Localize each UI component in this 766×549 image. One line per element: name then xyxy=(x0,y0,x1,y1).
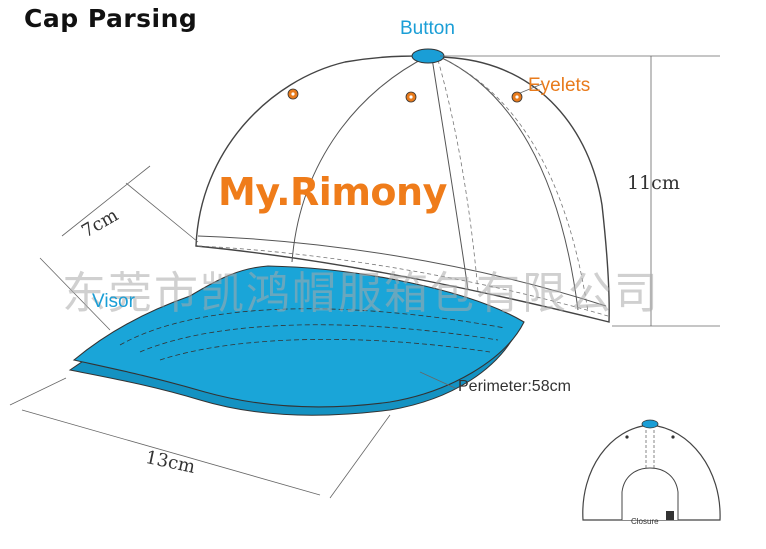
visor-depth-line xyxy=(125,182,199,243)
visor-width-line xyxy=(9,377,67,406)
panel-seam-stitch xyxy=(437,59,479,293)
visor-depth-line xyxy=(61,165,151,237)
perimeter-leader-line xyxy=(419,371,456,389)
visor-width-line xyxy=(21,409,321,496)
eyelets-label: Eyelets xyxy=(528,75,591,96)
visor-depth-line xyxy=(39,257,111,331)
cap-band-stitch xyxy=(197,245,609,317)
panel-seam xyxy=(431,57,469,291)
visor-label: Visor xyxy=(92,291,135,312)
perimeter-label: Perimeter:58cm xyxy=(458,378,571,395)
visor-width-line xyxy=(329,414,391,499)
brand-logo-text: My.Rimony xyxy=(218,170,447,214)
button-label: Button xyxy=(400,18,455,39)
visor-stitch xyxy=(119,308,506,346)
eyelet-leader-line xyxy=(519,83,543,94)
height-label: 11cm xyxy=(627,172,680,194)
eyelet-icon xyxy=(511,91,523,103)
visor-stitch xyxy=(159,338,491,361)
panel-seam xyxy=(291,55,429,263)
cap-band xyxy=(197,235,607,307)
eyelet-icon xyxy=(405,91,417,103)
watermark-text: 东莞市凯鸿帽服箱包有限公司 xyxy=(62,268,660,319)
visor-stitch xyxy=(139,324,499,353)
cap-button xyxy=(411,48,445,64)
page-title: Cap Parsing xyxy=(24,4,198,33)
cap-crown xyxy=(195,55,610,323)
back-view-inset xyxy=(582,419,721,521)
eyelet-icon xyxy=(287,88,299,100)
visor-top xyxy=(72,265,525,408)
closure-label: Closure xyxy=(631,517,659,526)
